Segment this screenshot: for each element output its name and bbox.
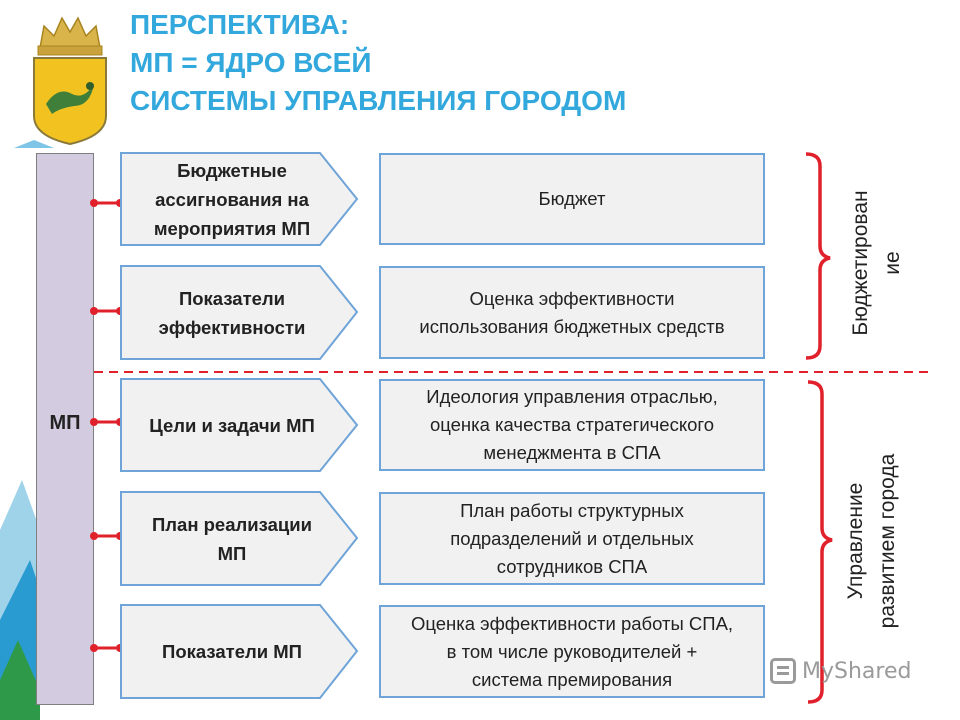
group-label-city-management: Управление развитием города [844, 453, 899, 629]
chevron-shape-2 [120, 265, 359, 360]
row-4-right-box: План работы структурных подразделений и … [379, 492, 765, 585]
chevron-shape-3 [120, 378, 359, 472]
mountains-decoration [0, 480, 40, 720]
row-1-right-text: Бюджет [538, 188, 606, 209]
row-2-right-box: Оценка эффективности использования бюдже… [379, 266, 765, 359]
row-3-right-box: Идеология управления отраслью, оценка ка… [379, 379, 765, 471]
group-label-budgeting: Бюджетирован ие [849, 190, 904, 336]
connector-row-4 [90, 532, 124, 540]
chevron-shape-5 [120, 604, 359, 699]
connector-row-1 [90, 199, 124, 207]
row-5-left-label: Показатели МП [162, 641, 302, 662]
title-line-1: ПЕРСПЕКТИВА: [130, 9, 350, 40]
coat-of-arms-emblem [14, 16, 107, 148]
core-mp-label: МП [49, 412, 81, 434]
row-2-right-text: Оценка эффективности использования бюдже… [419, 287, 725, 337]
bracket-budgeting [805, 152, 831, 360]
watermark: MyShared [770, 658, 911, 684]
row-3-left-label: Цели и задачи МП [149, 414, 315, 436]
row-1-left-label: Бюджетные ассигнования на мероприятия МП [153, 159, 311, 239]
core-mp-bar [36, 153, 94, 705]
row-4-left-label: План реализации МП [151, 513, 312, 564]
title-line-3: СИСТЕМЫ УПРАВЛЕНИЯ ГОРОДОМ [130, 85, 627, 116]
connector-row-2 [90, 307, 124, 315]
row-5-right-box: Оценка эффективности работы СПА, в том ч… [379, 605, 765, 698]
title-line-2: МП = ЯДРО ВСЕЙ [130, 47, 372, 78]
watermark-text: MyShared [802, 658, 912, 684]
row-4-right-text: План работы структурных подразделений и … [450, 499, 694, 577]
row-1-right-box: Бюджет [379, 153, 765, 245]
connector-row-3 [90, 418, 124, 426]
row-2-left-label: Показатели эффективности [158, 287, 306, 338]
chevron-shape-4 [120, 491, 359, 586]
connector-row-5 [90, 644, 124, 652]
page-title: ПЕРСПЕКТИВА: МП = ЯДРО ВСЕЙ СИСТЕМЫ УПРА… [130, 6, 830, 120]
row-5-right-text: Оценка эффективности работы СПА, в том ч… [410, 612, 734, 690]
chevron-shape-1 [120, 152, 359, 246]
bracket-management [807, 380, 833, 704]
row-3-right-text: Идеология управления отраслью, оценка ка… [426, 386, 718, 463]
myshared-icon [770, 658, 796, 684]
